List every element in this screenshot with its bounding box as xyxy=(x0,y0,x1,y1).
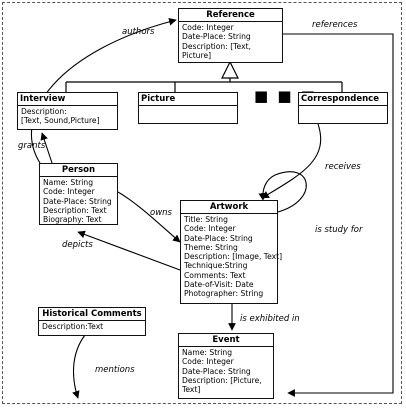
attribute: Comments: Text xyxy=(184,270,246,280)
correspondence-class-title: Correspondence xyxy=(301,94,379,104)
historical-comments-class-attributes: Description:Text xyxy=(39,320,145,332)
attribute: Date-Place: String xyxy=(182,366,251,376)
artwork-class-attributes: Title: String Code: Integer Date-Place: … xyxy=(181,213,283,300)
grants-connector xyxy=(40,132,53,164)
picture-class-title: Picture xyxy=(141,94,176,104)
attribute: Theme: String xyxy=(184,242,238,252)
interview-class-box[interactable]: Interview Description: [Text, Sound,Pict… xyxy=(17,92,118,130)
attribute: Biography: Text xyxy=(43,215,102,225)
depicts-connector xyxy=(77,230,181,271)
correspondence-class-box[interactable]: Correspondence xyxy=(298,92,388,124)
attribute: Date-Place: String xyxy=(43,196,112,206)
diagram-frame xyxy=(2,2,402,404)
attribute: Date-Place: String xyxy=(184,233,253,243)
attribute: Description:Text xyxy=(42,322,104,331)
references-connector xyxy=(283,33,394,397)
interview-class-title: Interview xyxy=(20,94,66,104)
reference-class-title: Reference xyxy=(206,10,255,20)
attribute: Name: String xyxy=(43,178,94,187)
references-label: references xyxy=(312,20,358,30)
authors-label: authors xyxy=(122,27,155,37)
attribute: Description: Text xyxy=(43,205,107,215)
mentions-connector xyxy=(72,334,86,399)
person-class-box[interactable]: Person Name: String Code: Integer Date-P… xyxy=(39,163,118,225)
authors-connector xyxy=(30,18,177,164)
event-class-attributes: Name: String Code: Integer Date-Place: S… xyxy=(179,346,273,395)
attribute: Description: [Image, Text] xyxy=(184,252,283,262)
historical-comments-class-box[interactable]: Historical Comments Description:Text xyxy=(38,307,146,336)
owns-label: owns xyxy=(150,208,172,218)
attribute: Text] xyxy=(182,385,201,395)
attribute: Name: String xyxy=(182,348,233,357)
attribute: Photographer: String xyxy=(184,289,264,299)
attribute: Description: [Text, xyxy=(182,41,251,51)
receives-connector xyxy=(261,123,322,199)
reference-class-box[interactable]: Reference Code: Integer Date-Place: Stri… xyxy=(178,8,283,63)
interview-class-attributes: Description: [Text, Sound,Picture] xyxy=(18,105,117,127)
attribute: Title: String xyxy=(184,215,228,224)
attribute: Code: Integer xyxy=(184,224,236,234)
attribute: Code: Integer xyxy=(182,357,234,367)
depicts-label: depicts xyxy=(62,240,93,250)
generalization-triangle xyxy=(221,60,239,79)
mentions-label: mentions xyxy=(95,365,135,375)
reference-class-attributes: Code: Integer Date-Place: String Descrip… xyxy=(179,21,282,61)
picture-class-attributes xyxy=(139,105,237,122)
attribute: Code: Integer xyxy=(182,23,234,32)
person-class-attributes: Name: String Code: Integer Date-Place: S… xyxy=(40,176,117,225)
event-class-title: Event xyxy=(212,335,240,345)
artwork-class-title: Artwork xyxy=(209,202,249,212)
event-class-box[interactable]: Event Name: String Code: Integer Date-Pl… xyxy=(178,333,274,399)
attribute: Code: Integer xyxy=(43,187,95,197)
is-study-for-label: is study for xyxy=(315,225,363,235)
attribute: Description: xyxy=(21,107,67,116)
picture-class-box[interactable]: Picture xyxy=(138,92,238,124)
grants-label: grants xyxy=(18,141,46,151)
attribute: Technique:String xyxy=(184,261,248,271)
attribute: Date-Place: String xyxy=(182,32,251,42)
receives-label: receives xyxy=(325,162,361,172)
attribute: Date-of-Visit: Date xyxy=(184,280,254,290)
attribute: Picture] xyxy=(182,50,212,60)
is-study-for-connector xyxy=(258,171,307,213)
attribute: [Text, Sound,Picture] xyxy=(21,116,100,126)
artwork-class-box[interactable]: Artwork Title: String Code: Integer Date… xyxy=(180,200,283,304)
is-exhibited-in-label: is exhibited in xyxy=(240,314,300,324)
correspondence-class-attributes xyxy=(299,105,387,122)
person-class-title: Person xyxy=(61,165,96,175)
historical-comments-class-title: Historical Comments xyxy=(42,309,142,319)
owns-connector xyxy=(117,191,181,243)
attribute: Description: [Picture, xyxy=(182,375,262,385)
